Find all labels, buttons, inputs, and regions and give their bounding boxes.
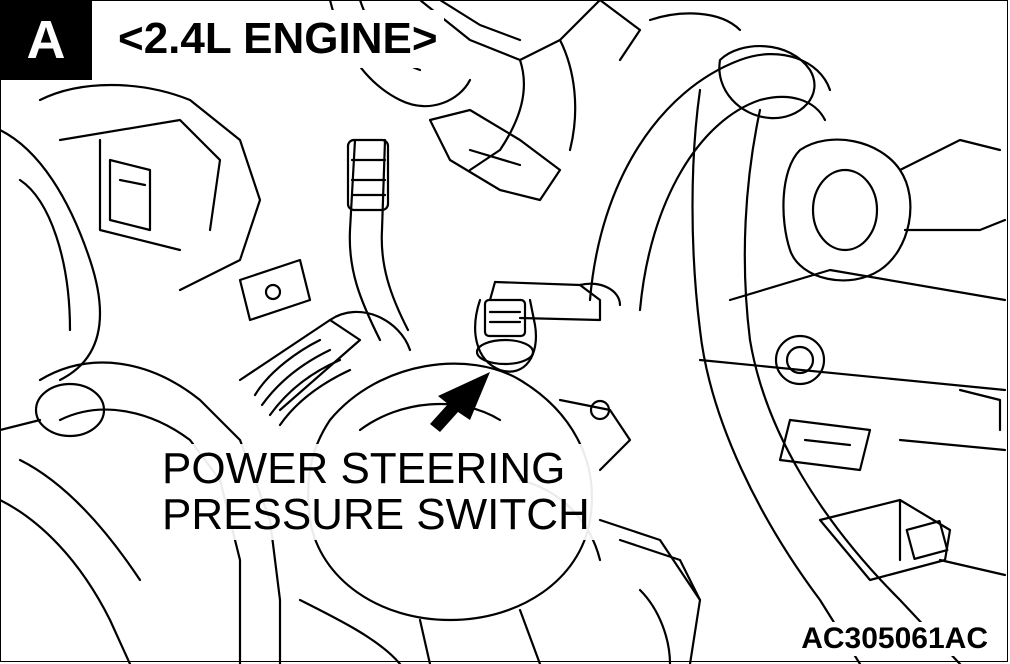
vertical-vacuum-line — [346, 138, 410, 342]
lower-left-hose — [0, 361, 282, 664]
lower-center-tubes — [298, 538, 702, 664]
callout-line-2: PRESSURE SWITCH — [162, 490, 590, 539]
top-wiring-harness — [328, 0, 742, 202]
left-intake-components — [0, 83, 312, 382]
figure-reference-id: AC305061AC — [797, 622, 992, 656]
component-callout-label: POWER STEERING PRESSURE SWITCH — [156, 444, 596, 540]
hose-clamp-right — [782, 138, 1007, 282]
callout-line-1: POWER STEERING — [162, 444, 566, 493]
engine-block-right — [698, 268, 1007, 472]
engine-variant-label: <2.4L ENGINE> — [112, 10, 444, 68]
callout-arrow — [430, 372, 490, 432]
drive-shaft-boot — [238, 310, 412, 427]
pressure-switch-part — [474, 280, 622, 373]
view-tag-letter: A — [26, 10, 66, 70]
upper-radiator-hose — [588, 44, 962, 664]
view-tag-badge: A — [0, 0, 92, 80]
connector-bottom-right — [818, 498, 1007, 582]
